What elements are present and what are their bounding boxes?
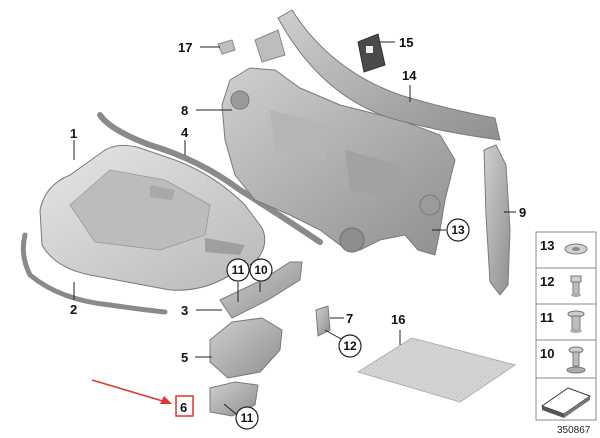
callout-14: 14 (402, 68, 417, 83)
callout-2: 2 (70, 302, 77, 317)
fastener-label-12: 12 (540, 274, 554, 289)
callout-3: 3 (181, 303, 188, 318)
part-15-foam-pad (357, 33, 386, 73)
part-17-clip (217, 39, 236, 55)
highlight-arrow (91, 379, 172, 404)
part-8-top-bracket (254, 29, 286, 63)
circled-callouts: 11 10 12 13 11 (226, 218, 470, 430)
fastener-label-10: 10 (540, 346, 554, 361)
clip-icon (570, 275, 582, 297)
rivet-icon (567, 310, 585, 333)
callout-8: 8 (181, 103, 188, 118)
circled-11b-text: 11 (241, 411, 254, 425)
callout-6: 6 (180, 400, 187, 415)
circled-13a-text: 13 (451, 223, 465, 237)
fastener-label-13: 13 (540, 238, 554, 253)
part-7-clip (315, 305, 331, 337)
callout-1: 1 (70, 126, 77, 141)
fastener-panel: 13 12 11 10 (535, 231, 597, 421)
reference-number: 350867 (557, 425, 591, 436)
circled-10a: 10 (249, 258, 273, 282)
callout-5: 5 (181, 350, 188, 365)
part-1-insulation-mat (39, 144, 266, 291)
highlight-box (175, 395, 194, 417)
circled-10a-text: 10 (254, 263, 268, 277)
callout-15: 15 (399, 35, 413, 50)
part-8-bulkhead-panel (221, 67, 456, 256)
circled-12a-text: 12 (343, 339, 357, 353)
callout-16: 16 (391, 312, 405, 327)
part-4-seal-strip (97, 112, 323, 245)
part-9-side-trim (483, 144, 511, 296)
fastener-label-11: 11 (540, 310, 554, 325)
circled-13a: 13 (446, 218, 470, 242)
circled-11a-text: 11 (232, 263, 245, 277)
callout-7: 7 (346, 311, 353, 326)
part-14-cowl-seal (277, 9, 501, 141)
callout-9: 9 (519, 205, 526, 220)
leader-lines (73, 41, 516, 415)
circled-11b: 11 (235, 406, 259, 430)
circled-12a: 12 (338, 334, 362, 358)
foam-strip-icon (540, 387, 592, 418)
callout-17: 17 (178, 40, 192, 55)
circled-11a: 11 (226, 258, 250, 282)
callout-4: 4 (181, 125, 189, 140)
part-16-insulation-sheet (356, 337, 517, 403)
push-clip-icon (566, 346, 586, 374)
callout-labels: 1 2 3 4 5 6 7 8 9 14 15 16 17 (70, 35, 526, 415)
part-5-cover (209, 317, 283, 379)
part-2-seal-strip (20, 232, 168, 315)
grommet-icon (564, 243, 588, 255)
